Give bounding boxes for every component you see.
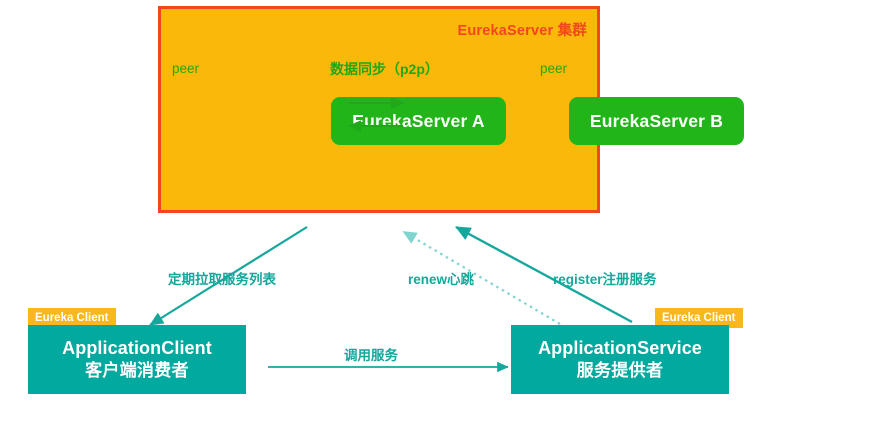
application-client-node: ApplicationClient 客户端消费者: [28, 325, 246, 394]
edge-label-invoke-service: 调用服务: [344, 348, 398, 363]
cluster-title: EurekaServer 集群: [457, 23, 587, 39]
application-client-name-zh: 客户端消费者: [85, 360, 189, 380]
peer-label-right: peer: [540, 61, 568, 76]
data-sync-p2p-label: 数据同步（p2p）: [330, 61, 439, 77]
peer-label-left: peer: [172, 61, 200, 76]
eureka-client-badge-right: Eureka Client: [655, 308, 743, 328]
edge-label-pull-service-list: 定期拉取服务列表: [168, 272, 276, 287]
application-client-name-en: ApplicationClient: [62, 337, 212, 358]
application-service-name-zh: 服务提供者: [576, 360, 664, 380]
eureka-client-badge-left: Eureka Client: [28, 308, 116, 328]
application-service-node: ApplicationService 服务提供者: [511, 325, 729, 394]
eureka-server-cluster-box: EurekaServer 集群 EurekaServer A EurekaSer…: [158, 6, 744, 213]
edge-label-renew-heartbeat: renew心跳: [408, 272, 475, 287]
eureka-server-a-node: EurekaServer A: [331, 97, 506, 145]
eureka-server-b-node: EurekaServer B: [569, 97, 744, 145]
application-service-name-en: ApplicationService: [538, 337, 702, 358]
edge-label-register-service: register注册服务: [553, 272, 657, 287]
